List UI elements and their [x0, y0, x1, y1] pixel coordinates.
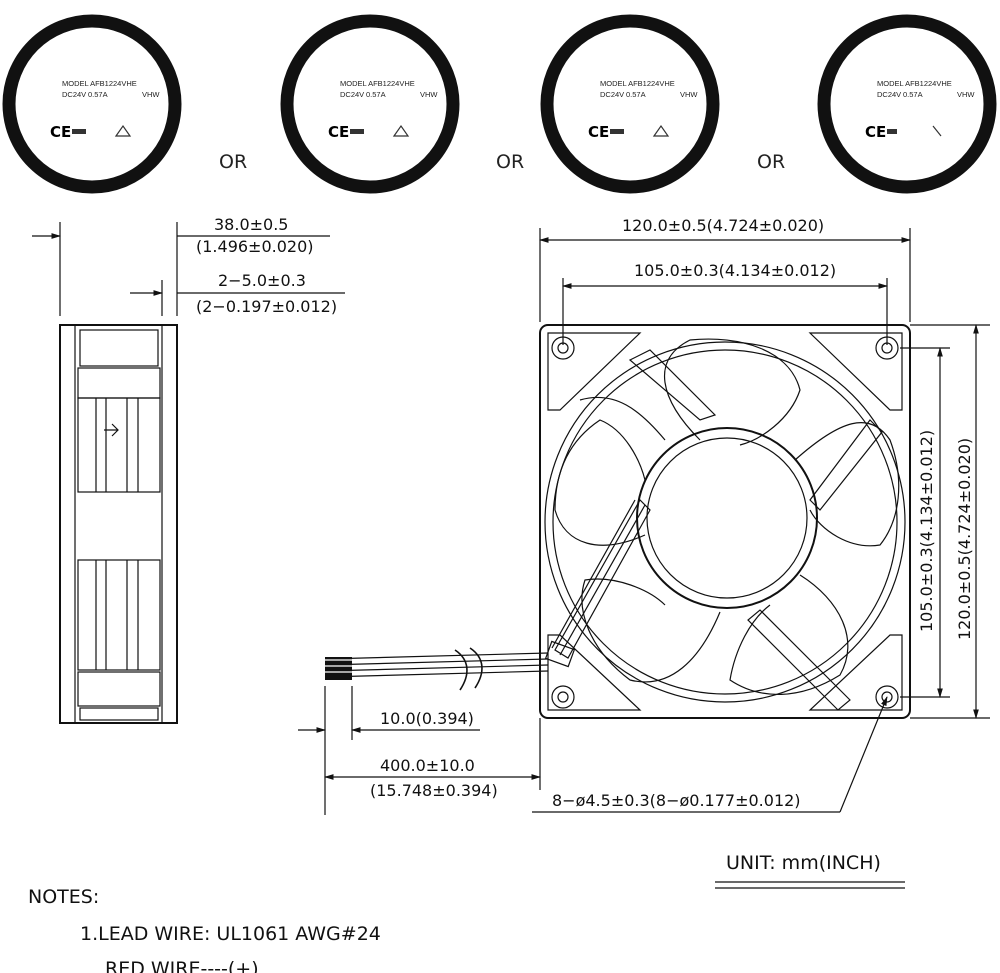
- separator-or-3: OR: [757, 151, 785, 173]
- front-view: 120.0±0.5(4.724±0.020) 105.0±0.3(4.134±0…: [298, 216, 990, 815]
- dim-strip: 10.0(0.394): [380, 709, 474, 728]
- notes-line-1: 1.LEAD WIRE: UL1061 AWG#24: [80, 923, 381, 945]
- dim-height: 120.0±0.5(4.724±0.020): [955, 438, 974, 640]
- label-code: VHW: [420, 90, 438, 99]
- ce-mark: CE: [50, 123, 71, 141]
- label-voltage: DC24V: [877, 90, 901, 99]
- label-current: 0.57A: [88, 90, 108, 99]
- ce-mark: CE: [588, 123, 609, 141]
- dim-width: 120.0±0.5(4.724±0.020): [622, 216, 824, 235]
- dim-holes: 8−ø4.5±0.3(8−ø0.177±0.012): [552, 791, 801, 810]
- ce-mark: CE: [328, 123, 349, 141]
- warning-triangle-icon: [392, 124, 410, 137]
- separator-or-1: OR: [219, 151, 247, 173]
- separator-or-2: OR: [496, 151, 524, 173]
- label-model: MODEL AFB1224VHE: [600, 79, 675, 88]
- label-variant-3: MODEL AFB1224VHE DC24V 0.57A VHW CE: [547, 21, 713, 187]
- label-variant-2: MODEL AFB1224VHE DC24V 0.57A VHW CE: [287, 21, 453, 187]
- side-view: 38.0±0.5 (1.496±0.020) 2−5.0±0.3 (2−0.19…: [32, 215, 345, 724]
- fan-blades: [554, 338, 900, 695]
- mounting-hole-bl: [551, 685, 575, 709]
- notes-line-2: RED WIRE----(+): [105, 958, 259, 973]
- dim-depth-inch: (1.496±0.020): [196, 237, 314, 256]
- label-model: MODEL AFB1224VHE: [62, 79, 137, 88]
- label-voltage: DC24V: [62, 90, 86, 99]
- label-variant-4: MODEL AFB1224VHE DC24V 0.57A VHW CE: [824, 21, 990, 187]
- mounting-hole-tr: [875, 336, 899, 360]
- label-model: MODEL AFB1224VHE: [877, 79, 952, 88]
- notes-title: NOTES:: [28, 886, 99, 908]
- label-voltage: DC24V: [340, 90, 364, 99]
- label-current: 0.57A: [903, 90, 923, 99]
- ce-mark: CE: [865, 123, 886, 141]
- label-current: 0.57A: [366, 90, 386, 99]
- dim-lead-length-inch: (15.748±0.394): [370, 781, 498, 800]
- dim-lead-length: 400.0±10.0: [380, 756, 475, 775]
- label-current: 0.57A: [626, 90, 646, 99]
- label-code: VHW: [680, 90, 698, 99]
- warning-triangle-icon: [932, 125, 942, 137]
- lead-wires: [324, 647, 549, 691]
- label-voltage: DC24V: [600, 90, 624, 99]
- unit-label: UNIT: mm(INCH): [726, 852, 881, 874]
- label-variant-1: MODEL AFB1224VHE DC24V 0.57A VHW CE: [9, 21, 175, 187]
- dim-flange: 2−5.0±0.3: [218, 271, 306, 290]
- warning-triangle-icon: [114, 124, 132, 137]
- wire-strip-end: [325, 657, 352, 680]
- label-model: MODEL AFB1224VHE: [340, 79, 415, 88]
- dim-hole-spacing-vertical: 105.0±0.3(4.134±0.012): [917, 430, 936, 632]
- mounting-hole-tl: [551, 336, 575, 360]
- warning-triangle-icon: [652, 124, 670, 137]
- fan-hub: [636, 427, 818, 609]
- label-code: VHW: [957, 90, 975, 99]
- dim-flange-inch: (2−0.197±0.012): [196, 297, 337, 316]
- dim-hole-spacing: 105.0±0.3(4.134±0.012): [634, 261, 836, 280]
- dim-depth: 38.0±0.5: [214, 215, 288, 234]
- label-code: VHW: [142, 90, 160, 99]
